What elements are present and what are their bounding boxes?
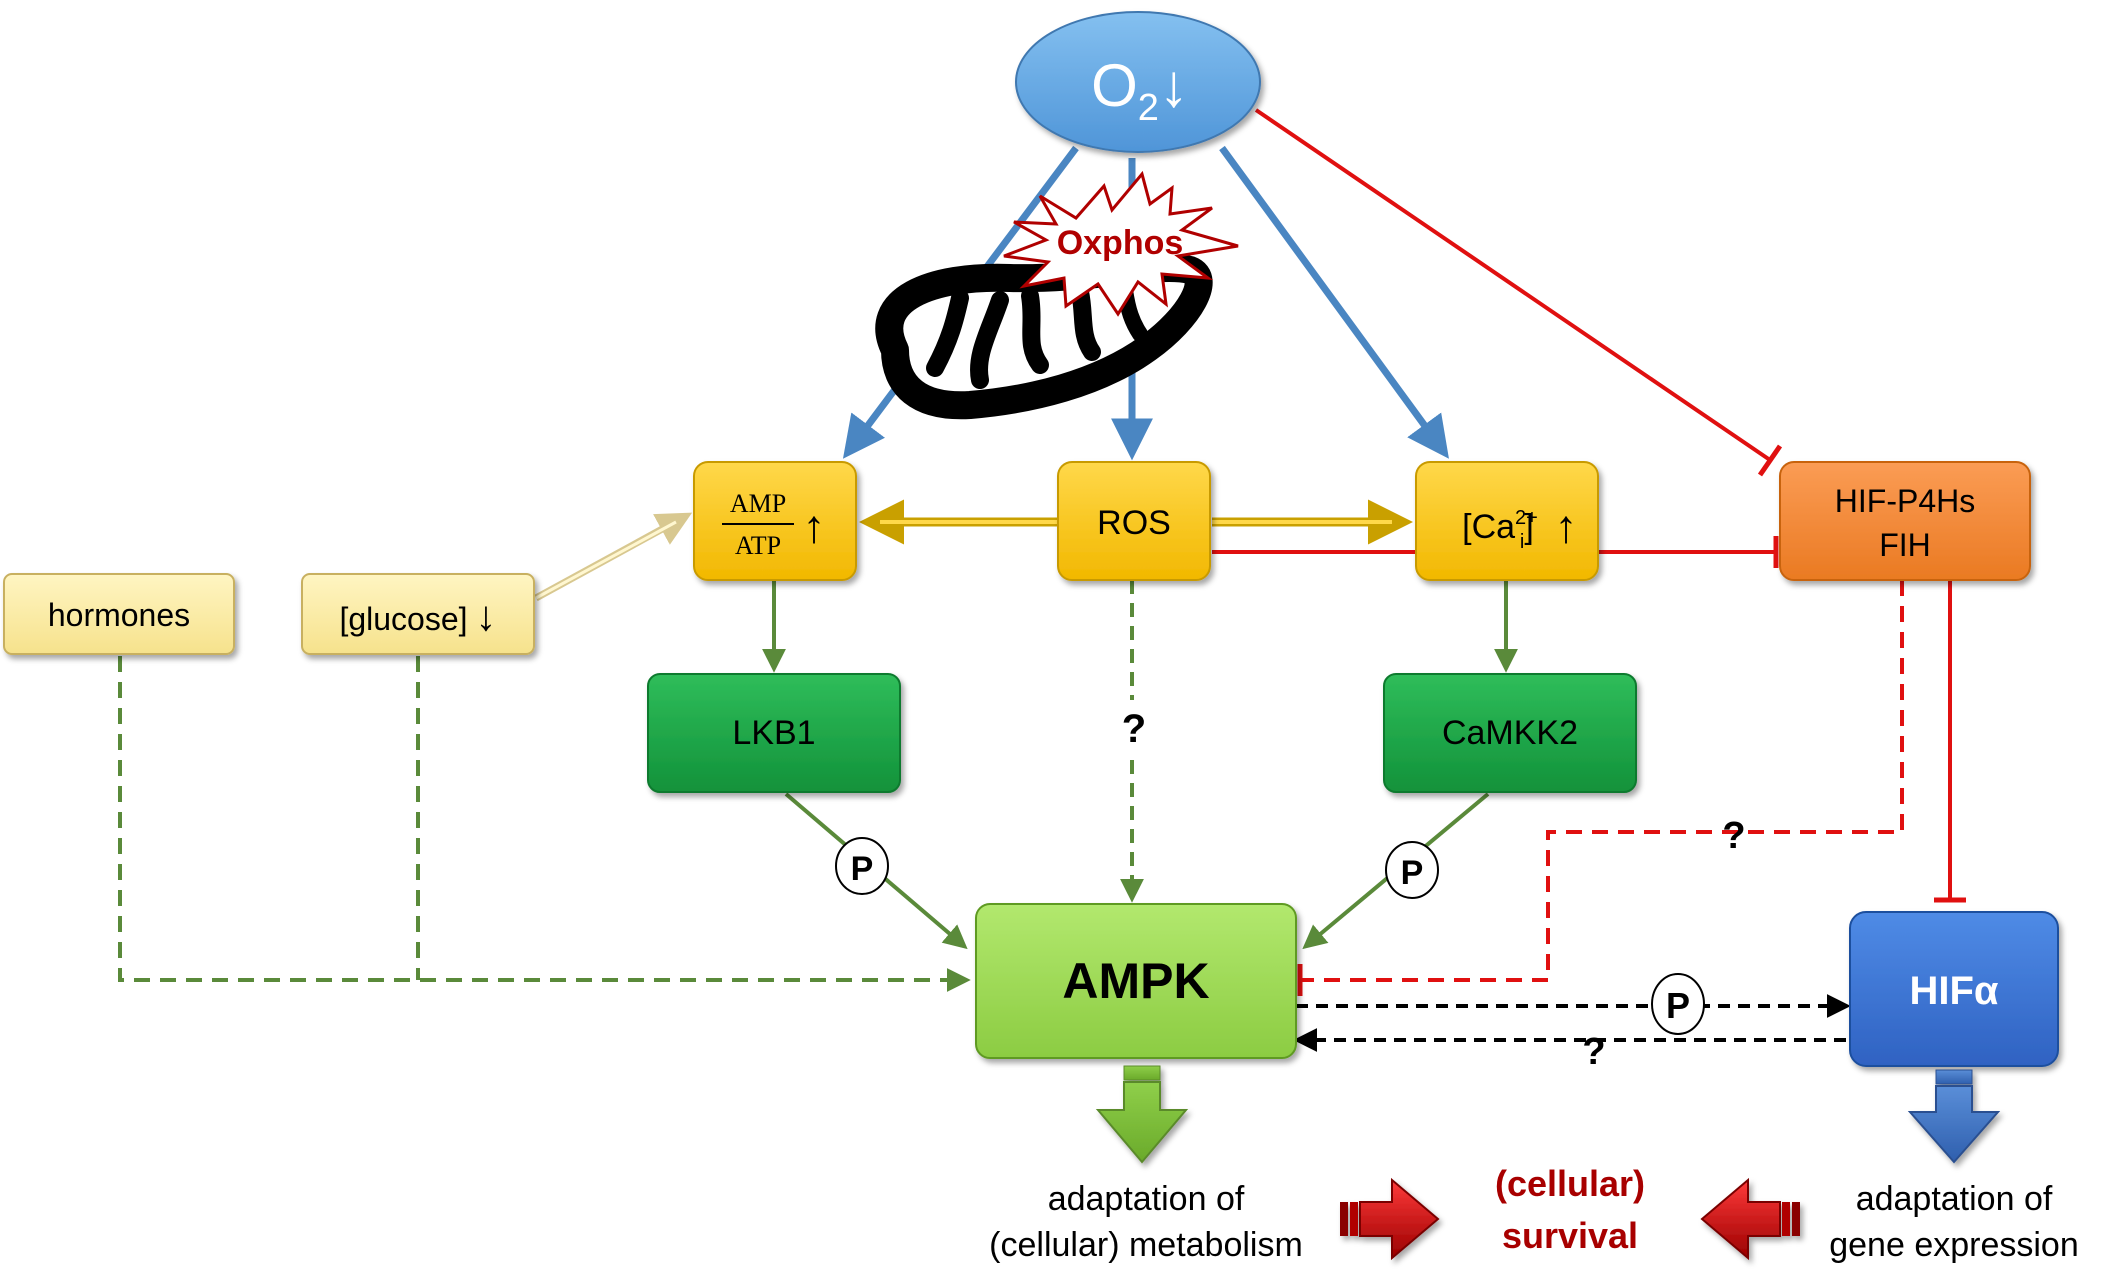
calcium-label: [Ca2+i]: [1462, 507, 1538, 553]
glucose-to-amp-arrow-fill: [535, 520, 677, 600]
calcium-up-arrow: ↑: [1555, 500, 1578, 552]
phospho-hif-label: P: [1666, 985, 1690, 1026]
glucose-label: [glucose]↓: [339, 592, 496, 639]
camkk2-label: CaMKK2: [1442, 714, 1578, 752]
o2-node: [1015, 11, 1261, 153]
gene-line2: gene expression: [1829, 1226, 2079, 1264]
o2-inhibit-bar: [1757, 444, 1783, 477]
hifp4hs-node: [1779, 461, 2031, 581]
amp-atp-node: [693, 461, 857, 581]
hormones-node: [3, 573, 235, 655]
hif-alpha-node: [1849, 911, 2059, 1067]
o2-inhibits-hifp4hs-line: [1254, 108, 1772, 462]
o2-label: O2↓: [1091, 52, 1189, 129]
hifp4hs-ampk-question: ?: [1722, 815, 1745, 857]
hif-alpha-label: HIFα: [1909, 969, 1998, 1013]
amp-up-arrow: ↑: [803, 500, 826, 552]
phospho-lkb1-label: P: [851, 850, 874, 888]
ampk-node: [975, 903, 1297, 1059]
survival-line2: survival: [1502, 1215, 1638, 1256]
hormones-label: hormones: [48, 597, 190, 633]
metabolism-line1: adaptation of: [1048, 1180, 1245, 1218]
glucose-node: [301, 573, 535, 655]
lkb1-node: [647, 673, 901, 793]
camkk2-node: [1383, 673, 1637, 793]
amp-numerator: AMP: [730, 489, 786, 518]
phospho-camkk2-badge: [1385, 841, 1439, 899]
ros-label: ROS: [1097, 504, 1171, 542]
phospho-lkb1-badge: [835, 837, 889, 895]
hormones-to-ampk-dashed: [118, 656, 971, 992]
survival-line1: (cellular): [1495, 1163, 1645, 1204]
amp-denominator: ATP: [735, 531, 781, 560]
gene-line1: adaptation of: [1856, 1180, 2053, 1218]
hifp4hs-to-ampk-dashed-red: [1300, 580, 1904, 982]
hif-down-arrow-icon: [1907, 1069, 2001, 1164]
ampk-down-arrow-icon: [1095, 1065, 1189, 1164]
ampk-label: AMPK: [1062, 953, 1209, 1009]
metabolism-to-survival-arrow-icon: [1340, 1177, 1440, 1261]
ros-ampk-question: ?: [1122, 707, 1146, 751]
calcium-node: [1415, 461, 1599, 581]
ros-node: [1057, 461, 1211, 581]
hif-ampk-question: ?: [1582, 1031, 1605, 1073]
o2-to-calcium-arrow: [1219, 145, 1449, 459]
hifp4hs-label-line2: FIH: [1879, 527, 1931, 563]
phospho-hif-badge: [1651, 973, 1705, 1035]
phospho-camkk2-label: P: [1401, 854, 1424, 892]
oxphos-burst: [1003, 170, 1239, 317]
lkb1-label: LKB1: [732, 714, 815, 752]
oxphos-label: Oxphos: [1057, 224, 1184, 262]
metabolism-line2: (cellular) metabolism: [989, 1226, 1303, 1264]
gene-to-survival-arrow-icon: [1700, 1177, 1800, 1261]
hifp4hs-label-line1: HIF-P4Hs: [1835, 483, 1975, 519]
